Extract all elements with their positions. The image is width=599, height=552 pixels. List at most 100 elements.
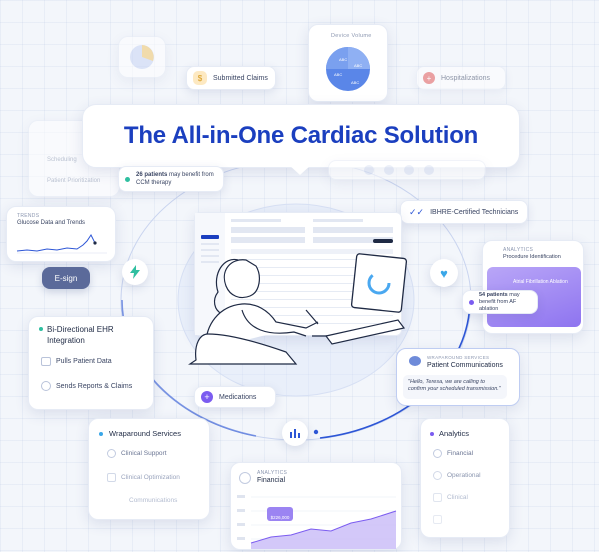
analytics-item-label: Financial — [447, 450, 474, 457]
plus-icon: + — [423, 72, 435, 84]
wraparound-item-label: Clinical Support — [121, 450, 167, 457]
avatar-dots — [364, 165, 434, 175]
wraparound-item-communications[interactable]: Communications — [129, 497, 177, 504]
hospitalizations-label: Hospitalizations — [441, 74, 491, 82]
ehr-item-sends[interactable]: Sends Reports & Claims — [41, 381, 132, 391]
financial-icon — [239, 472, 251, 484]
send-icon — [41, 381, 51, 391]
wraparound-item-support[interactable]: Clinical Support — [107, 449, 167, 458]
glucose-line-chart — [16, 234, 107, 254]
ccm-text-b: CCM therapy — [136, 180, 172, 186]
medications-pill[interactable]: + Medications — [194, 386, 276, 408]
procedure-title: Procedure Identification — [503, 254, 561, 260]
wraparound-item-label: Clinical Optimization — [121, 474, 180, 481]
ehr-integration-card: Bi-Directional EHR Integration Pulls Pat… — [28, 316, 154, 410]
ccm-count: 26 patients — [136, 172, 168, 178]
ccm-text-a: may benefit from — [169, 172, 214, 178]
trends-kicker: TRENDS — [17, 213, 40, 219]
pie-icon — [130, 45, 154, 69]
bubble-pointer — [288, 164, 312, 175]
wraparound-services-card: Wraparound Services Clinical Support Cli… — [88, 418, 210, 520]
analytics-item-operational[interactable]: Operational — [433, 471, 481, 480]
ibhre-label: IBHRE-Certified Technicians — [430, 208, 519, 216]
submitted-claims-pill[interactable]: $ Submitted Claims — [186, 66, 276, 90]
financial-chart-card: ANALYTICS Financial $226,000 — [230, 462, 402, 550]
glucose-trends-card: TRENDS Glucose Data and Trends — [6, 206, 116, 262]
heart-button[interactable]: ♥ — [430, 259, 458, 287]
doctor-illustration — [188, 253, 408, 365]
lightning-button[interactable] — [122, 259, 148, 285]
bar-chart-icon — [290, 429, 300, 438]
optimize-icon — [107, 473, 116, 482]
wraparound-title: Wraparound Services — [109, 429, 181, 438]
financial-area-chart — [237, 495, 397, 549]
procedure-badge: Atrial Fibrillation Ablation — [513, 279, 568, 285]
slice-label: ABC — [351, 80, 360, 85]
financial-kicker: ANALYTICS — [257, 470, 288, 476]
slice-label: ABC — [339, 57, 348, 62]
ccm-patients-pill[interactable]: 26 patients may benefit from CCM therapy — [118, 166, 224, 192]
procedure-kicker: ANALYTICS — [503, 247, 534, 253]
chat-icon — [409, 356, 421, 366]
analytics-title: Analytics — [439, 429, 470, 438]
status-dot — [469, 299, 474, 305]
device-volume-pie — [326, 47, 370, 91]
ehr-item-label: Sends Reports & Claims — [56, 382, 133, 390]
double-check-icon: ✓✓ — [409, 206, 425, 217]
procedure-identification-card: ANALYTICS Procedure Identification Atria… — [482, 240, 584, 334]
headset-icon — [107, 449, 116, 458]
folder-icon — [41, 357, 51, 366]
slice-label: ABC — [334, 72, 343, 77]
analytics-item-clinical[interactable]: Clinical — [433, 493, 468, 502]
clinical-icon — [433, 493, 442, 502]
heart-icon: ♥ — [440, 265, 448, 281]
analytics-card: Analytics Financial Operational Clinical — [420, 418, 510, 538]
esign-button[interactable]: E-sign — [42, 267, 90, 289]
af-text-a: may — [509, 291, 520, 298]
analytics-circle-button[interactable] — [282, 420, 308, 446]
dashboard-mock — [195, 213, 393, 335]
wraparound-item-optimization[interactable]: Clinical Optimization — [107, 473, 180, 482]
scheduling-item[interactable]: Scheduling — [47, 157, 77, 163]
comms-title: Patient Communications — [427, 362, 503, 369]
prioritization-item[interactable]: Patient Prioritization — [47, 178, 101, 184]
status-dot — [39, 327, 43, 331]
ibhre-pill[interactable]: ✓✓ IBHRE-Certified Technicians — [400, 200, 528, 224]
analytics-item-more — [433, 515, 442, 524]
hospitalizations-pill[interactable]: + Hospitalizations — [416, 66, 506, 90]
analytics-item-financial[interactable]: Financial — [433, 449, 473, 458]
submitted-claims-label: Submitted Claims — [213, 74, 268, 82]
more-icon — [433, 515, 442, 524]
af-count: 54 patients — [479, 291, 508, 298]
ehr-item-pulls[interactable]: Pulls Patient Data — [41, 357, 112, 366]
faded-avatar-row — [328, 160, 486, 180]
medications-label: Medications — [219, 393, 257, 401]
analytics-item-label: Clinical — [447, 494, 468, 501]
financial-tooltip: $226,000 — [267, 507, 293, 521]
comms-quote: "Hello, Teresa, we are calling to confir… — [403, 375, 507, 399]
plus-icon: + — [201, 391, 213, 403]
slice-label: ABC — [354, 63, 363, 68]
af-patients-pill[interactable]: 54 patients may benefit from AF ablation — [462, 290, 538, 314]
dollar-icon: $ — [193, 71, 207, 85]
financial-title: Financial — [257, 477, 286, 484]
coin-icon — [433, 449, 442, 458]
status-dot — [125, 176, 130, 182]
ehr-item-label: Pulls Patient Data — [56, 358, 112, 365]
lightning-icon — [130, 265, 140, 279]
comms-kicker: WRAPAROUND SERVICES — [427, 355, 490, 360]
ehr-title: Bi-Directional EHR Integration — [47, 325, 114, 345]
headline-title: The All-in-One Cardiac Solution — [123, 122, 479, 149]
patient-communications-card: WRAPAROUND SERVICES Patient Communicatio… — [396, 348, 520, 406]
headline-bubble: The All-in-One Cardiac Solution — [82, 104, 520, 168]
bulb-icon — [433, 471, 442, 480]
device-volume-title: Device Volume — [331, 33, 372, 39]
af-text-b: benefit from AF ablation — [479, 298, 517, 312]
wraparound-item-label: Communications — [129, 497, 178, 504]
status-dot — [430, 432, 434, 436]
device-volume-card: Device Volume ABC ABC ABC ABC — [308, 24, 388, 102]
trends-title: Glucose Data and Trends — [17, 220, 86, 226]
status-dot — [99, 432, 103, 436]
analytics-item-label: Operational — [447, 472, 481, 479]
faded-pie-card — [118, 36, 166, 78]
